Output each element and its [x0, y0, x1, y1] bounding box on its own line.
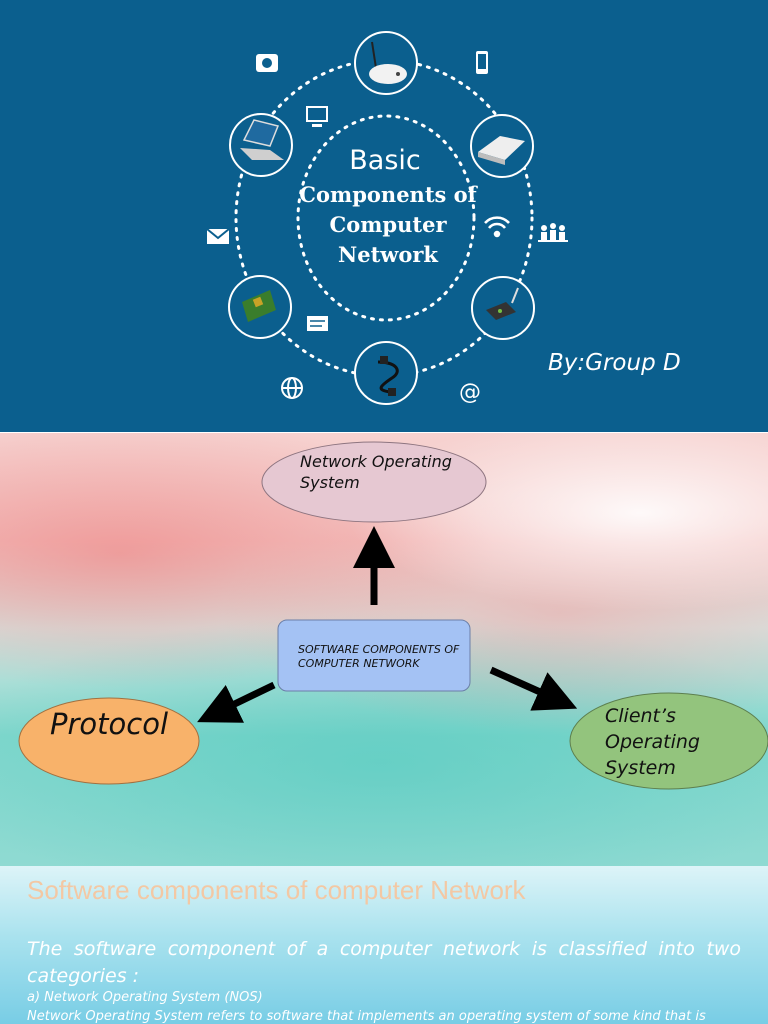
intro-line-2: categories : [27, 965, 140, 987]
client-os-node [569, 692, 768, 790]
software-components-diagram-slide: Network Operating System SOFTWARE COMPON… [0, 433, 768, 866]
intro-line-1: The software component of a computer net… [27, 938, 741, 960]
monitor-icon [306, 106, 328, 127]
definition-text: Network Operating System refers to softw… [27, 1009, 706, 1024]
author-label: By:Group D [548, 350, 681, 376]
title-slide: @ Basic Components of Computer Network B… [0, 0, 768, 432]
center-label: SOFTWARE COMPONENTS OF COMPUTER NETWORK [298, 643, 460, 670]
people-icon [538, 223, 568, 242]
nos-label: Network Operating System [300, 452, 452, 492]
message-icon [307, 316, 328, 331]
camera-icon [256, 54, 278, 72]
laptop-icon [229, 113, 293, 177]
inner-ring [296, 114, 476, 322]
title-main: Components of Computer Network [299, 182, 477, 267]
nos-node [261, 441, 487, 523]
phone-icon [476, 51, 488, 74]
components-diagram [18, 441, 768, 790]
protocol-node [18, 697, 200, 785]
network-card-icon [228, 275, 292, 339]
router-icon [354, 31, 418, 95]
title-small: Basic [349, 145, 421, 176]
arrow-left [197, 681, 276, 723]
center-node [277, 619, 471, 692]
globe-icon [281, 377, 303, 399]
slide-title: Software components of computer Network [27, 875, 526, 905]
network-diagram: @ [206, 31, 568, 405]
wifi-icon [484, 216, 510, 238]
modem-icon [470, 114, 534, 178]
email-icon [206, 228, 230, 244]
list-item: a) Network Operating System (NOS) [27, 990, 263, 1005]
arrow-right [489, 666, 578, 711]
client-os-label: Client’s Operating System [605, 705, 700, 779]
at-icon: @ [459, 380, 481, 405]
wireless-router-icon [471, 276, 535, 340]
software-components-text-slide: Software components of computer Network … [0, 866, 768, 1024]
cable-icon [354, 341, 418, 405]
protocol-label: Protocol [50, 707, 169, 741]
